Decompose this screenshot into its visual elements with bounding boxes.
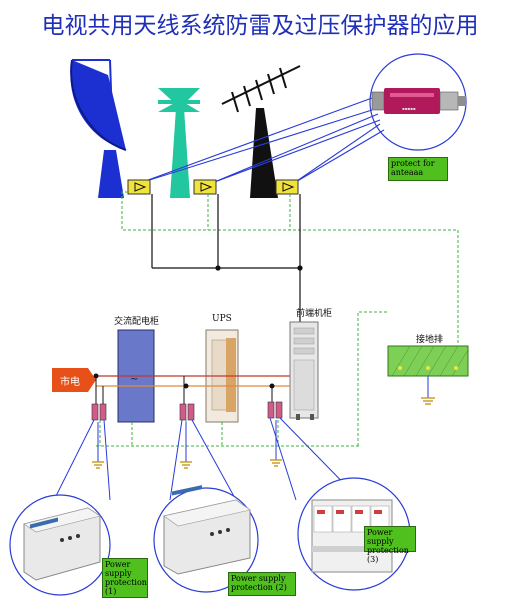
psp3-callout: Power supply protection (3) [364,526,416,564]
yagi-antenna-icon [158,88,200,198]
antenna-protect-callout: protect for anteaaa [388,157,448,181]
psp1-callout: Power supply protection (1) [102,558,148,598]
ground-bar-label: 接地排 [416,335,444,345]
ground-bar [387,345,469,405]
ups-label: UPS [212,314,232,324]
spd-drop-2 [179,376,195,469]
mains-arrow-icon [52,368,96,392]
signal-lines [151,194,303,322]
log-periodic-antenna-icon [221,65,301,198]
ac-cabinet-label: 交流配电柜 [114,317,160,327]
psp2-callout: Power supply protection (2) [228,572,296,596]
headend-rack [289,321,319,420]
spd-drop-1 [91,376,107,469]
callout-lines [139,97,385,184]
psp-device-2 [153,485,259,593]
antenna-protector-1 [127,179,151,195]
page-title: 电视共用天线系统防雷及过压保护器的应用 [41,13,479,39]
mains-power-lines [93,373,290,389]
antenna-protector-3 [275,179,299,195]
svg-text:~: ~ [130,374,138,385]
satellite-dish-icon [70,59,127,198]
spd-drop-3 [267,386,283,467]
antenna-protector-inset: ▪▪▪▪▪ [369,53,467,151]
headend-label: 前端机柜 [296,309,333,319]
antenna-protector-2 [193,179,217,195]
ground-bus-lines [96,311,388,447]
svg-text:▪▪▪▪▪: ▪▪▪▪▪ [402,106,416,111]
mains-label: 市电 [60,377,80,388]
antenna-ground-lines [121,191,459,345]
psp-device-1 [9,494,111,596]
